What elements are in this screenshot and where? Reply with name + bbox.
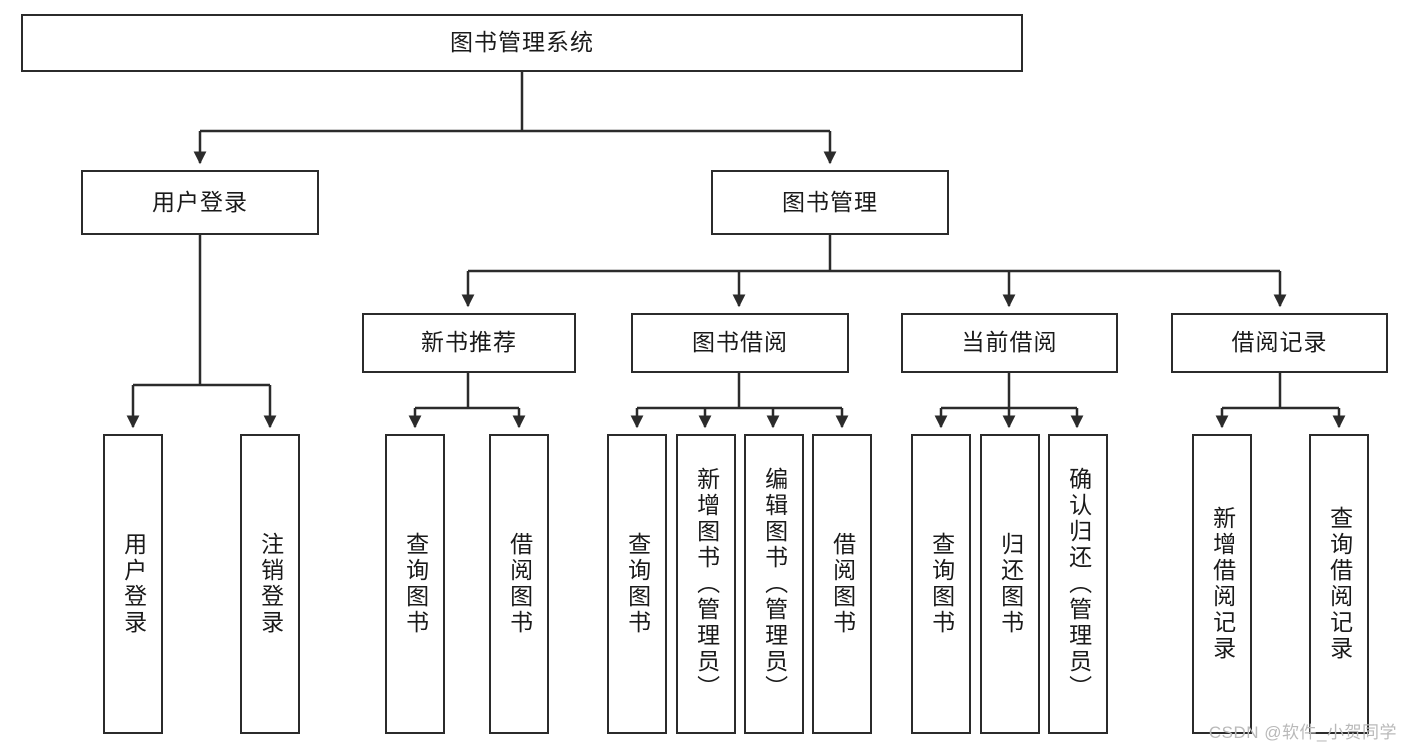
leaf-new-book-query-book[interactable]: 查询图书 <box>385 434 445 734</box>
leaf-book-borrow-borrow-book[interactable]: 借阅图书 <box>812 434 872 734</box>
node-user-login[interactable]: 用户登录 <box>81 170 319 235</box>
leaf-current-borrow-query-book[interactable]: 查询图书 <box>911 434 971 734</box>
node-label: 新增图书（管理员） <box>693 467 720 701</box>
leaf-book-borrow-add-book-admin[interactable]: 新增图书（管理员） <box>676 434 736 734</box>
node-current-borrow[interactable]: 当前借阅 <box>901 313 1118 373</box>
node-label: 新书推荐 <box>421 329 517 356</box>
leaf-current-borrow-confirm-return-admin[interactable]: 确认归还（管理员） <box>1048 434 1108 734</box>
node-label: 查询图书 <box>624 532 651 636</box>
node-borrow-record[interactable]: 借阅记录 <box>1171 313 1388 373</box>
leaf-user-login-logout[interactable]: 注销登录 <box>240 434 300 734</box>
node-label: 查询借阅记录 <box>1326 506 1353 662</box>
leaf-book-borrow-edit-book-admin[interactable]: 编辑图书（管理员） <box>744 434 804 734</box>
node-book-borrow[interactable]: 图书借阅 <box>631 313 849 373</box>
leaf-book-borrow-query-book[interactable]: 查询图书 <box>607 434 667 734</box>
node-label: 用户登录 <box>152 188 248 215</box>
node-label: 当前借阅 <box>961 329 1058 356</box>
node-new-book-recommend[interactable]: 新书推荐 <box>362 313 576 373</box>
leaf-borrow-record-add-record[interactable]: 新增借阅记录 <box>1192 434 1252 734</box>
leaf-user-login-login[interactable]: 用户登录 <box>103 434 163 734</box>
watermark-text: CSDN @软件_小贺同学 <box>1208 723 1397 742</box>
leaf-current-borrow-return-book[interactable]: 归还图书 <box>980 434 1040 734</box>
node-label: 查询图书 <box>402 532 429 636</box>
node-label: 用户登录 <box>120 532 147 636</box>
node-label: 编辑图书（管理员） <box>761 467 788 701</box>
leaf-new-book-borrow-book[interactable]: 借阅图书 <box>489 434 549 734</box>
node-label: 图书管理 <box>782 188 878 215</box>
node-label: 借阅图书 <box>506 532 533 636</box>
leaf-borrow-record-query-record[interactable]: 查询借阅记录 <box>1309 434 1369 734</box>
node-label: 查询图书 <box>928 532 955 636</box>
node-label: 归还图书 <box>997 532 1024 636</box>
node-label: 注销登录 <box>257 532 284 636</box>
node-label: 确认归还（管理员） <box>1065 467 1092 701</box>
node-root-book-management-system[interactable]: 图书管理系统 <box>21 14 1023 72</box>
node-book-management[interactable]: 图书管理 <box>711 170 949 235</box>
node-label: 新增借阅记录 <box>1209 506 1236 662</box>
node-label: 图书管理系统 <box>450 29 594 56</box>
node-label: 借阅图书 <box>829 532 856 636</box>
node-label: 图书借阅 <box>692 329 788 356</box>
node-label: 借阅记录 <box>1231 329 1328 356</box>
